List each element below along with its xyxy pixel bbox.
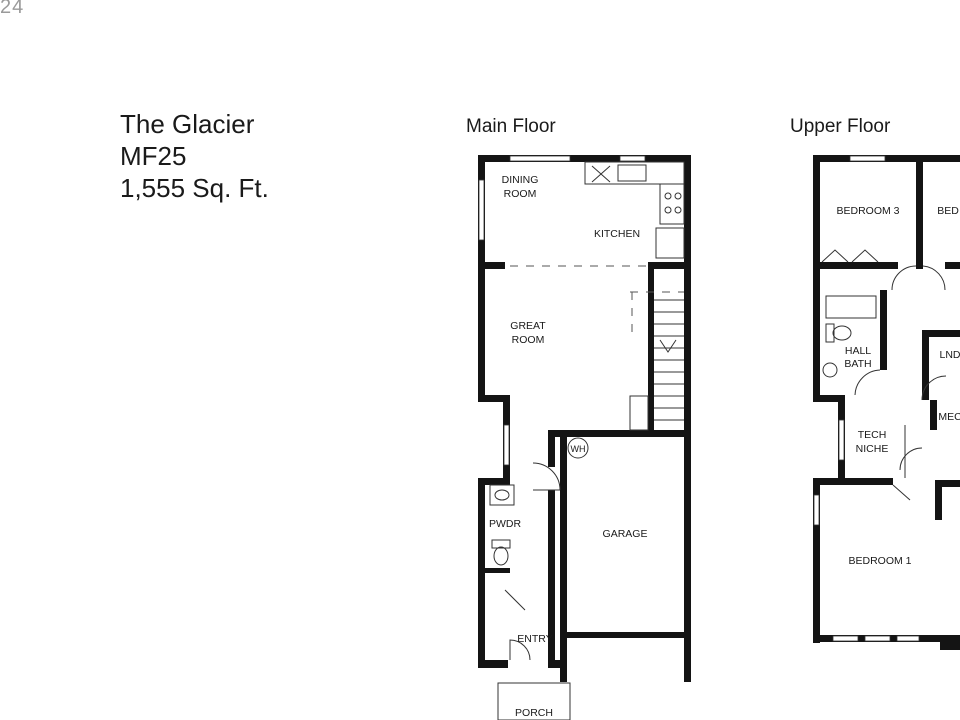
tech-niche-label: TECH bbox=[858, 429, 887, 441]
main-floor-label: Main Floor bbox=[466, 116, 556, 137]
dining-room-label: DINING bbox=[502, 174, 539, 186]
main-left-step bbox=[478, 395, 508, 402]
kitchen-sink bbox=[617, 164, 647, 182]
kitchen-bottom-wall bbox=[648, 262, 691, 269]
bedroom1-bottom-window-2 bbox=[864, 635, 891, 642]
garage-bottom-wall bbox=[560, 632, 691, 638]
upper-floor-label: Upper Floor bbox=[790, 116, 891, 137]
stairs bbox=[629, 299, 684, 431]
pwdr-label: PWDR bbox=[489, 518, 521, 530]
page-number: 24 bbox=[0, 0, 25, 18]
entry-bottom-right bbox=[548, 660, 567, 668]
bedroom3-label: BEDROOM 3 bbox=[836, 205, 899, 217]
mec-label: MEC bbox=[938, 411, 960, 423]
porch-label: PORCH bbox=[515, 707, 553, 719]
front-door bbox=[509, 639, 531, 661]
lnd-top-wall bbox=[922, 330, 960, 337]
kitchen-counter-top bbox=[584, 161, 685, 185]
main-top-window-2 bbox=[619, 155, 646, 162]
upper-top-wall bbox=[813, 155, 960, 162]
main-right-wall bbox=[684, 155, 691, 682]
bedroom1-bottom-window-3 bbox=[896, 635, 920, 642]
garage-left-wall bbox=[560, 437, 567, 682]
hall-bath-sink bbox=[822, 362, 838, 378]
bedroom2-door bbox=[922, 265, 946, 291]
kitchen-counter-right bbox=[659, 183, 685, 225]
upper-left-wall bbox=[813, 155, 820, 400]
plan-area: 1,555 Sq. Ft. bbox=[120, 173, 269, 203]
plan-name: The Glacier bbox=[120, 109, 255, 139]
garage-entry-door bbox=[532, 462, 561, 491]
svg-text:NICHE: NICHE bbox=[856, 443, 889, 455]
range-burner bbox=[664, 192, 672, 200]
great-room-left-wall bbox=[485, 262, 505, 269]
plan-code: MF25 bbox=[120, 141, 187, 171]
closet-wall bbox=[935, 480, 960, 487]
pwdr-toilet-tank bbox=[491, 539, 511, 549]
tech-door bbox=[899, 447, 923, 471]
pwdr-toilet bbox=[493, 546, 509, 566]
main-left-window-2 bbox=[503, 424, 510, 466]
bedroom2-label: BED bbox=[937, 205, 959, 217]
svg-text:ROOM: ROOM bbox=[512, 334, 545, 346]
garage-label: GARAGE bbox=[603, 528, 648, 540]
garage-top-wall bbox=[548, 430, 691, 437]
entry-bottom-left bbox=[478, 660, 508, 668]
bedroom1-top-wall bbox=[813, 478, 893, 485]
bedroom1-left-wall bbox=[813, 478, 820, 643]
main-top-window-1 bbox=[509, 155, 571, 162]
bedroom1-door bbox=[892, 484, 911, 501]
lnd-left-wall bbox=[922, 330, 929, 400]
pwdr-top-wall bbox=[478, 478, 510, 485]
main-floor-plan bbox=[478, 155, 691, 720]
fridge bbox=[655, 227, 685, 259]
plan-info: The Glacier MF25 1,555 Sq. Ft. bbox=[120, 108, 269, 204]
stair-wall bbox=[648, 262, 654, 432]
water-heater bbox=[567, 437, 589, 459]
closet-wall-v bbox=[935, 480, 942, 520]
upper-top-window bbox=[849, 155, 886, 162]
bedroom1-left-window bbox=[813, 494, 820, 526]
tech-window bbox=[838, 419, 845, 461]
pwdr-sink bbox=[489, 484, 515, 506]
hall-bath-right-wall bbox=[880, 290, 887, 370]
bedroom1-bottom-window-1 bbox=[832, 635, 859, 642]
hall-bath-label: HALL bbox=[845, 345, 871, 357]
wh-label: WH bbox=[571, 444, 586, 454]
lnd-door bbox=[921, 375, 947, 401]
hall-bath-door bbox=[854, 369, 881, 396]
pwdr-bottom-wall bbox=[478, 568, 510, 573]
lnd-label: LND bbox=[939, 349, 960, 361]
main-left-wall-upper bbox=[478, 155, 485, 400]
mec-left-wall bbox=[930, 400, 937, 430]
kitchen-label: KITCHEN bbox=[594, 228, 640, 240]
bathtub bbox=[825, 295, 877, 319]
hall-bath-bottom-wall bbox=[813, 395, 843, 402]
bedroom3-door bbox=[891, 265, 917, 291]
svg-text:ROOM: ROOM bbox=[504, 188, 537, 200]
porch bbox=[497, 682, 571, 720]
upper-floor-plan bbox=[813, 155, 960, 650]
entry-label: ENTRY bbox=[517, 633, 552, 645]
main-top-wall bbox=[478, 155, 691, 162]
main-left-window-1 bbox=[478, 179, 485, 241]
bedroom3-right-wall bbox=[916, 155, 923, 269]
upper-right-top-wall bbox=[945, 262, 960, 269]
great-room-label: GREAT bbox=[510, 320, 546, 332]
bedroom1-label: BEDROOM 1 bbox=[848, 555, 911, 567]
bedroom3-closet-doors bbox=[821, 249, 879, 263]
entry-right-wall bbox=[548, 437, 555, 467]
entry-right-wall-lower bbox=[548, 490, 555, 665]
svg-text:BATH: BATH bbox=[844, 358, 871, 370]
hall-bath-toilet bbox=[832, 325, 852, 341]
hall-bath-toilet-tank bbox=[825, 323, 835, 343]
closet-door bbox=[504, 589, 526, 611]
bedroom3-bottom-wall bbox=[813, 262, 898, 269]
